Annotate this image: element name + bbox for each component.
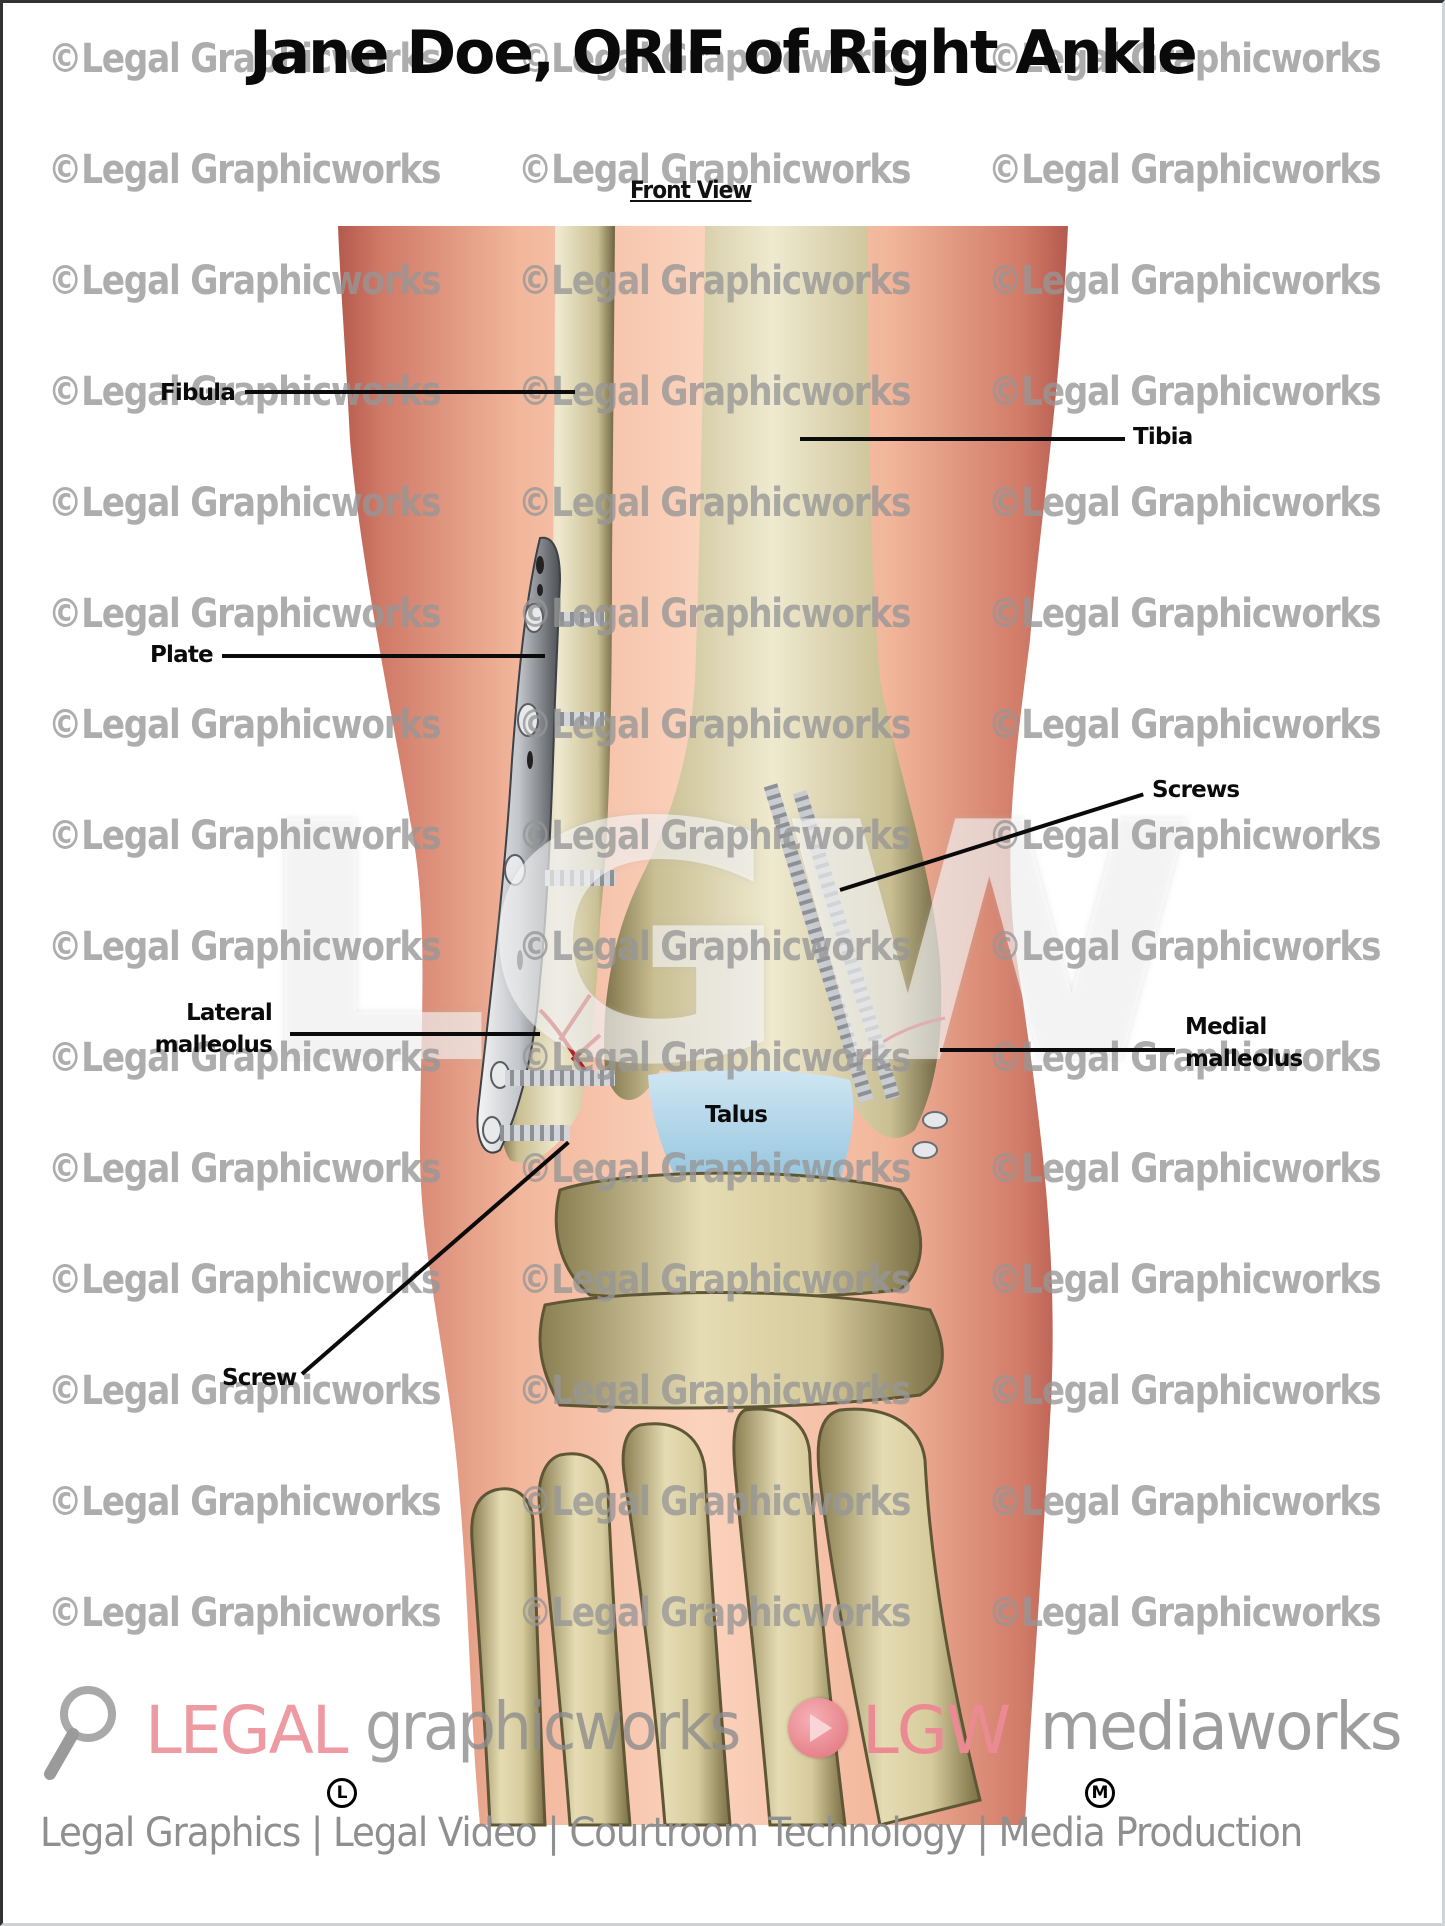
label-screws: Screws xyxy=(1152,777,1240,803)
logo-lgw-text: LGW xyxy=(862,1692,1011,1769)
logo-legal-text: LEGAL xyxy=(145,1692,349,1769)
leader-line-fibula xyxy=(245,390,575,394)
label-lateral-malleolus-line2: malleolus xyxy=(154,1032,273,1058)
circled-l-mark-icon: L xyxy=(327,1778,357,1808)
metatarsals xyxy=(470,1407,982,1827)
label-fibula: Fibula xyxy=(160,380,236,406)
fibula-screw-4 xyxy=(505,1070,615,1086)
label-medial-malleolus-line1: Medial xyxy=(1185,1014,1267,1040)
label-lateral-malleolus: Lateral malleolus xyxy=(150,997,273,1061)
lgw-watermark: LGW xyxy=(250,753,1199,1137)
label-plate: Plate xyxy=(150,642,214,668)
label-talus: Talus xyxy=(705,1102,768,1128)
fibula-bone xyxy=(500,226,615,1163)
play-button-icon xyxy=(788,1698,848,1758)
company-logo-banner: LEGAL graphicworks LGW mediaworks xyxy=(40,1684,1420,1784)
medial-screws xyxy=(763,783,900,1103)
label-medial-malleolus: Medial malleolus xyxy=(1185,1011,1303,1075)
plate-screw-heads xyxy=(482,603,544,1144)
plate-holes xyxy=(517,556,544,970)
label-medial-malleolus-line2: malleolus xyxy=(1185,1046,1303,1072)
diagram-title: Jane Doe, ORIF of Right Ankle xyxy=(249,18,1197,88)
label-lateral-malleolus-line1: Lateral xyxy=(186,1000,273,1026)
tarsal-cuneiforms xyxy=(538,1291,944,1410)
magnifier-icon xyxy=(44,1686,116,1780)
fibula-screw-2 xyxy=(555,712,605,726)
fibula-screw-1 xyxy=(560,612,605,626)
lateral-plate xyxy=(476,536,562,1154)
tarsal-navicular xyxy=(554,1171,923,1300)
fracture-lateral xyxy=(538,993,602,1072)
leader-line-medial-malleolus xyxy=(940,1048,1175,1052)
medial-screw-tips xyxy=(912,1111,948,1159)
talus-dome xyxy=(648,1070,854,1185)
view-subtitle: Front View xyxy=(630,176,752,204)
fracture-medial xyxy=(858,1016,946,1062)
logo-graphicworks-text: graphicworks xyxy=(365,1688,741,1765)
leader-line-tibia xyxy=(800,437,1125,441)
fibula-screw-3 xyxy=(545,870,615,886)
footer-tagline: Legal Graphics | Legal Video | Courtroom… xyxy=(40,1810,1303,1856)
leader-line-lateral-malleolus xyxy=(290,1032,540,1036)
leader-line-plate xyxy=(222,654,545,658)
label-tibia: Tibia xyxy=(1133,424,1193,450)
label-screw: Screw xyxy=(222,1365,297,1391)
circled-m-mark-icon: M xyxy=(1085,1778,1115,1808)
fibula-screw-5 xyxy=(500,1125,570,1141)
tibia-bone xyxy=(604,226,942,1139)
logo-mediaworks-text: mediaworks xyxy=(1040,1688,1403,1765)
